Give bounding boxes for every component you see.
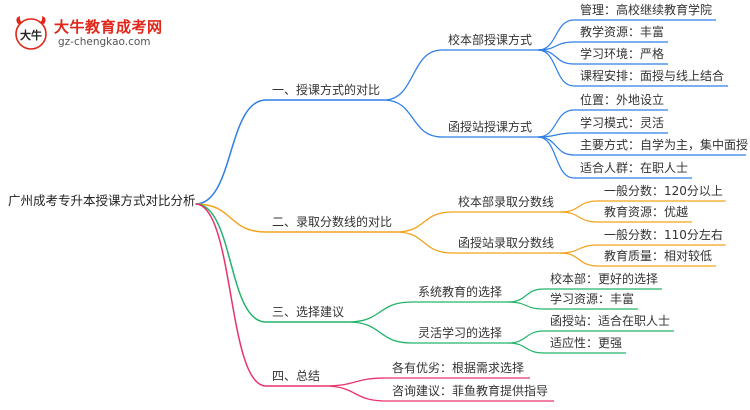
child-node-2-1[interactable]: 校本部录取分数线 (458, 195, 555, 209)
leaf-node-1-2-3[interactable]: 主要方式：自学为主，集中面授 (580, 138, 749, 152)
child-connector-3-1 (347, 301, 413, 323)
leaf-connector-3-2-2 (507, 342, 545, 354)
child-node-4-1[interactable]: 各有优劣：根据需求选择 (392, 361, 525, 375)
branch-connector-2 (195, 203, 267, 233)
leaf-connector-1-2-1 (537, 109, 575, 138)
leaf-connector-2-2-2 (559, 252, 599, 267)
child-connector-4-2 (323, 385, 387, 402)
leaf-node-2-2-1[interactable]: 一般分数：110分左右 (604, 228, 723, 242)
bull-logo-icon: 大牛 (15, 16, 47, 50)
leaf-connector-1-1-4 (537, 49, 575, 87)
leaf-node-1-2-4[interactable]: 适合人群：在职人士 (580, 161, 689, 175)
child-connector-1-1 (383, 49, 443, 101)
leaf-node-3-2-2[interactable]: 适应性：更强 (550, 336, 623, 350)
branch-connector-1 (195, 99, 267, 205)
logo-title: 大牛教育成考网 (54, 18, 163, 36)
leaf-connector-1-2-3 (537, 136, 575, 156)
branch-connector-4 (195, 203, 267, 387)
branch-node-2[interactable]: 二、录取分数线的对比 (272, 215, 393, 229)
branch-node-4[interactable]: 四、总结 (272, 369, 321, 383)
leaf-connector-2-1-1 (559, 200, 599, 213)
leaf-node-3-2-1[interactable]: 函授站：适合在职人士 (550, 314, 671, 328)
leaf-node-1-1-1[interactable]: 管理：高校继续教育学院 (580, 3, 713, 17)
leaf-node-1-2-2[interactable]: 学习模式：灵活 (580, 116, 665, 130)
child-connector-2-2 (395, 231, 453, 254)
leaf-node-3-1-2[interactable]: 学习资源：丰富 (550, 292, 635, 306)
child-node-3-1[interactable]: 系统教育的选择 (418, 285, 503, 299)
leaf-connector-1-1-1 (537, 19, 575, 51)
child-node-1-1[interactable]: 校本部授课方式 (448, 33, 533, 47)
branch-connector-3 (195, 203, 267, 323)
child-node-3-2[interactable]: 灵活学习的选择 (418, 326, 503, 340)
leaf-node-1-1-4[interactable]: 课程安排：面授与线上结合 (580, 69, 725, 83)
leaf-node-2-1-1[interactable]: 一般分数：120分以上 (604, 184, 723, 198)
child-connector-4-1 (323, 377, 387, 387)
child-connector-1-2 (383, 99, 443, 138)
branch-node-1[interactable]: 一、授课方式的对比 (272, 83, 381, 97)
leaf-connector-2-2-1 (559, 244, 599, 254)
child-node-1-2[interactable]: 函授站授课方式 (448, 120, 533, 134)
leaf-node-1-1-3[interactable]: 学习环境：严格 (580, 47, 665, 61)
branch-node-3[interactable]: 三、选择建议 (272, 305, 345, 319)
root-node[interactable]: 广州成考专升本授课方式对比分析 (8, 193, 196, 208)
leaf-connector-3-1-1 (507, 288, 545, 303)
site-logo[interactable]: 大牛 大牛教育成考网 gz-chengkao.com (12, 14, 182, 56)
child-connector-2-1 (395, 211, 453, 233)
logo-mark-text: 大牛 (20, 28, 42, 42)
leaf-node-2-1-2[interactable]: 教育资源：优越 (604, 205, 689, 219)
leaf-node-3-1-1[interactable]: 校本部：更好的选择 (550, 272, 659, 286)
leaf-connector-1-1-3 (537, 49, 575, 65)
leaf-connector-2-1-2 (559, 211, 599, 223)
leaf-connector-1-2-4 (537, 136, 575, 179)
leaf-connector-1-2-2 (537, 132, 575, 138)
child-connector-3-2 (347, 321, 413, 344)
leaf-connector-3-2-1 (507, 330, 545, 344)
leaf-node-1-2-1[interactable]: 位置：外地设立 (580, 93, 665, 107)
leaf-node-2-2-2[interactable]: 教育质量：相对较低 (604, 249, 713, 263)
child-node-4-2[interactable]: 咨询建议：菲鱼教育提供指导 (392, 384, 549, 398)
leaf-connector-3-1-2 (507, 301, 545, 310)
child-node-2-2[interactable]: 函授站录取分数线 (458, 236, 555, 250)
leaf-node-1-1-2[interactable]: 教学资源：丰富 (580, 25, 665, 39)
logo-url: gz-chengkao.com (58, 36, 151, 48)
